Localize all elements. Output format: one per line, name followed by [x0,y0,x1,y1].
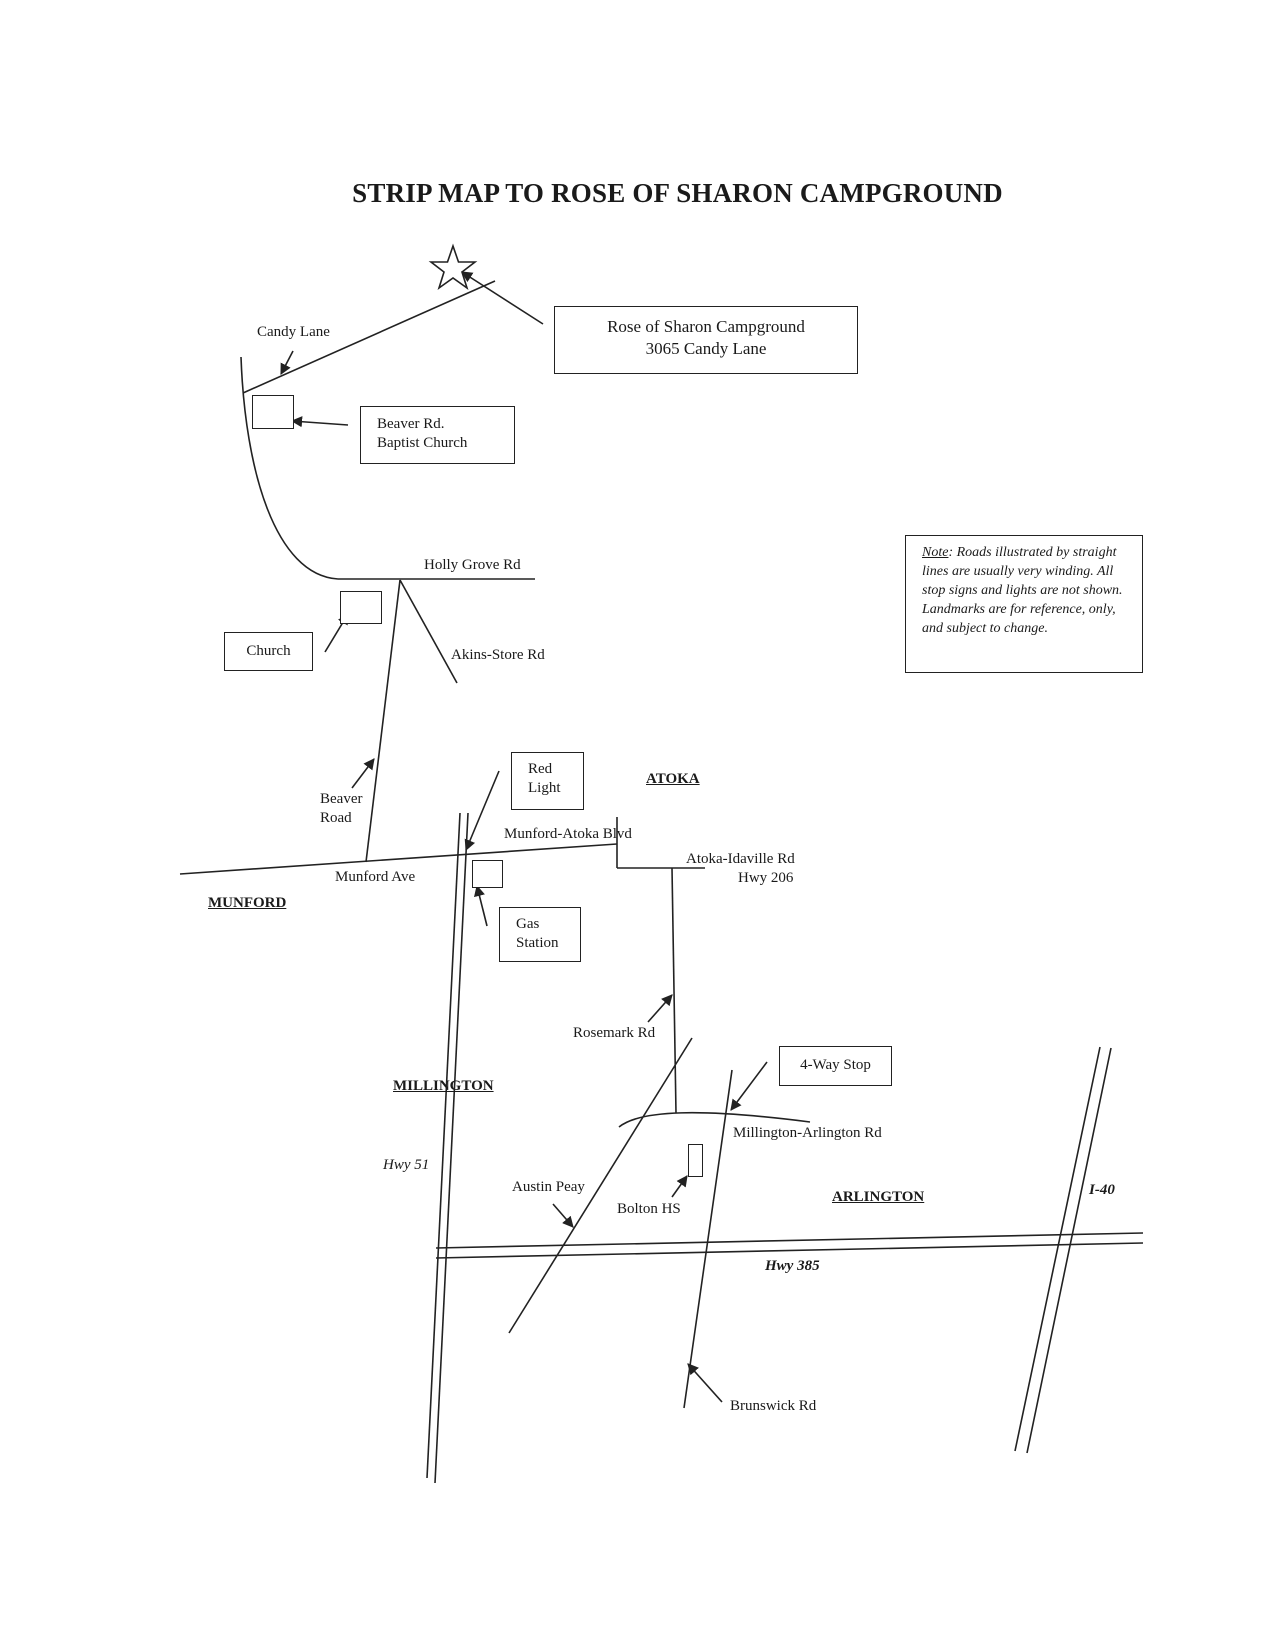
akins-store-road [399,579,458,684]
town-munford: MUNFORD [208,895,287,911]
i40-line-b [1026,1047,1112,1454]
map-note: Note: Roads illustrated by straight line… [905,535,1143,673]
beaver-road-upper [240,356,339,580]
gas-station-label-1: Gas [516,916,540,932]
four-way-stop-box: 4-Way Stop [779,1046,892,1086]
hwy-385-line-a [435,1232,1144,1249]
note-text: : Roads illustrated by straight lines ar… [922,545,1123,636]
church-marker [340,591,382,624]
beaver-church-arrow [290,416,349,428]
note-lead: Note [922,545,949,560]
destination-name: Rose of Sharon Campground [607,317,805,336]
bolton-hs-arrow [671,1175,688,1198]
four-way-stop-label: 4-Way Stop [800,1057,871,1073]
destination-arrow [461,271,544,325]
destination-address: 3065 Candy Lane [645,339,767,358]
beaver-church-label-1: Beaver Rd. [377,416,445,432]
beaver-road-lower [365,579,401,863]
red-light-label-2: Light [528,780,561,796]
gas-station-label-2: Station [516,935,559,951]
bolton-hs-marker [688,1144,703,1177]
label-i40: I-40 [1089,1182,1115,1198]
red-light-road [464,770,500,852]
town-atoka: ATOKA [646,771,700,787]
munford-atoka-blvd [179,843,618,875]
red-light-label-1: Red [528,761,553,777]
rosemark-arrow [647,994,673,1023]
page-title: STRIP MAP TO ROSE OF SHARON CAMPGROUND [352,178,1003,208]
label-holly-grove: Holly Grove Rd [424,557,521,573]
austin-peay-road [508,1037,693,1334]
candy-lane-arrow [280,350,294,375]
hwy-385-line-b [435,1242,1144,1259]
label-munford-ave: Munford Ave [335,869,416,885]
i40-line-a [1014,1046,1101,1452]
austin-peay-arrow [552,1203,574,1228]
label-hwy-51: Hwy 51 [383,1157,430,1173]
beaver-church-label-2: Baptist Church [377,435,468,451]
church-label: Church [246,643,291,659]
label-candy-lane: Candy Lane [257,324,330,340]
brunswick-road [683,1069,733,1409]
label-munford-atoka: Munford-Atoka Blvd [504,826,632,842]
label-millington-arlington: Millington-Arlington Rd [733,1125,882,1141]
destination-box: Rose of Sharon Campground 3065 Candy Lan… [554,306,858,374]
gas-station-marker [472,860,503,888]
label-austin-peay: Austin Peay [512,1179,585,1195]
label-akins-store: Akins-Store Rd [451,647,545,663]
gas-station-box: Gas Station [499,907,581,962]
brunswick-arrow [687,1363,723,1403]
millington-arlington-road [618,1111,811,1128]
town-arlington: ARLINGTON [832,1189,925,1205]
town-millington: MILLINGTON [393,1078,494,1094]
label-hwy-385: Hwy 385 [765,1258,820,1274]
hwy-51-line-a [426,812,461,1479]
label-hwy-206: Hwy 206 [738,870,794,886]
label-brunswick: Brunswick Rd [730,1398,817,1414]
label-beaver-road-2: Road [320,810,352,826]
rosemark-road [671,867,677,1114]
beaver-church-marker [252,395,294,429]
label-beaver-road-1: Beaver [320,791,363,807]
red-light-box: Red Light [511,752,584,810]
four-way-stop-arrow [730,1061,768,1111]
church-box: Church [224,632,313,671]
star-icon [428,243,478,291]
beaver-church-box: Beaver Rd. Baptist Church [360,406,515,464]
hwy-51-line-b [434,812,469,1484]
label-bolton-hs: Bolton HS [617,1201,681,1217]
gas-station-arrow [474,884,488,927]
label-atoka-idaville: Atoka-Idaville Rd [686,851,795,867]
label-rosemark: Rosemark Rd [573,1025,656,1041]
beaver-road-arrow [351,758,375,789]
